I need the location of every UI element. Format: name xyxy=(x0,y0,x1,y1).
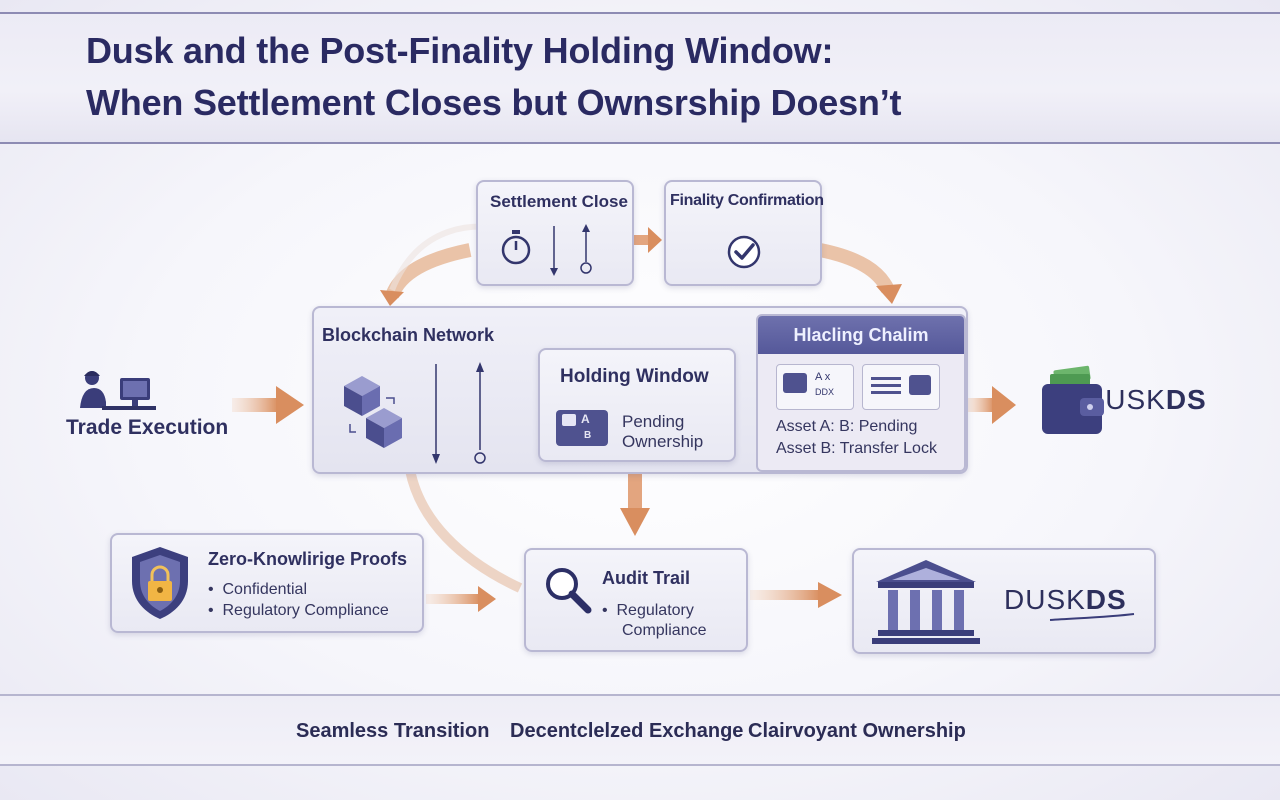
blockchain-network-label: Blockchain Network xyxy=(322,325,495,345)
zk-proofs-label: Zero-Knowlirige Proofs xyxy=(208,549,408,569)
dusk-brand-bottom: DUSKDS xyxy=(1004,584,1127,615)
finality-confirmation-label: Finality Confirmation xyxy=(670,192,824,209)
ledger-card xyxy=(862,364,940,410)
holding-window-box: Holding Window A B Pending Ownership xyxy=(538,348,736,462)
institution-box: DUSKDS xyxy=(852,548,1156,654)
arrow-holding-to-audit xyxy=(620,470,650,536)
pending-label: Pending xyxy=(622,412,685,431)
asset-token-icon: A B xyxy=(556,410,608,446)
finality-confirmation-box: Finality Confirmation xyxy=(664,180,824,286)
audit-trail-label: Audit Trail xyxy=(602,568,691,588)
wallet-icon xyxy=(1042,365,1104,434)
holding-chain-box: Hlacling Chalim A x DDX Asset A: B: Pend… xyxy=(756,314,966,472)
arrow-curve-right xyxy=(818,243,895,294)
holding-chain-header: Hlacling Chalim xyxy=(758,316,964,354)
footer-band xyxy=(0,694,1280,766)
zero-knowledge-proofs-box: Zero-Knowlirige Proofs • Confidential • … xyxy=(110,533,424,633)
page-title-line-2: When Settlement Closes but Ownsrship Doe… xyxy=(86,82,902,123)
asset-card-a: A x DDX xyxy=(776,364,854,410)
arrow-chain-to-wallet xyxy=(966,386,1016,424)
stopwatch-icon xyxy=(501,224,592,276)
trader-at-desk-icon xyxy=(76,368,156,414)
arrow-trade-to-blockchain xyxy=(232,386,304,424)
footer-item-clairvoyant-ownership: Clairvoyant Ownership xyxy=(748,720,966,742)
holding-chain-row-1: Asset A: B: Pending xyxy=(776,418,918,435)
bank-building-icon xyxy=(872,560,980,644)
arrow-zk-to-audit xyxy=(426,586,496,612)
magnifier-icon xyxy=(546,568,592,614)
arrow-curve-left xyxy=(385,243,472,299)
audit-trail-box: Audit Trail • Regulatory Compliance xyxy=(524,548,748,652)
audit-bullet-1: • Regulatory xyxy=(602,602,694,619)
settlement-close-label: Settlement Close xyxy=(490,192,628,211)
arrow-settlement-to-finality xyxy=(632,227,662,253)
zk-bullet-1: • Confidential xyxy=(208,581,307,598)
footer-item-seamless-transition: Seamless Transition xyxy=(296,720,490,742)
ownership-label: Ownership xyxy=(622,432,704,451)
checkmark-circle-icon xyxy=(727,235,761,269)
dusk-brand-top: DUSKDS xyxy=(1105,384,1207,415)
brand-swoosh xyxy=(1049,613,1135,621)
title-band xyxy=(0,12,1280,144)
holding-chain-title: Hlacling Chalim xyxy=(793,325,929,345)
audit-bullet-2: Compliance xyxy=(622,622,707,639)
blockchain-cubes-icon xyxy=(344,362,486,464)
zk-bullet-2: • Regulatory Compliance xyxy=(208,602,389,619)
shield-lock-icon xyxy=(132,547,188,619)
arrow-audit-to-institution xyxy=(750,582,842,608)
arrow-curve-blockchain-audit xyxy=(405,468,523,593)
holding-window-label: Holding Window xyxy=(560,366,709,387)
page-title-line-1: Dusk and the Post-Finality Holding Windo… xyxy=(86,30,834,71)
trade-execution-label: Trade Execution xyxy=(66,416,229,439)
footer-item-decentralized-exchange: Decentclelzed Exchange xyxy=(510,720,744,742)
settlement-close-box: Settlement Close xyxy=(476,180,634,286)
holding-chain-row-2: Asset B: Transfer Lock xyxy=(776,440,937,457)
